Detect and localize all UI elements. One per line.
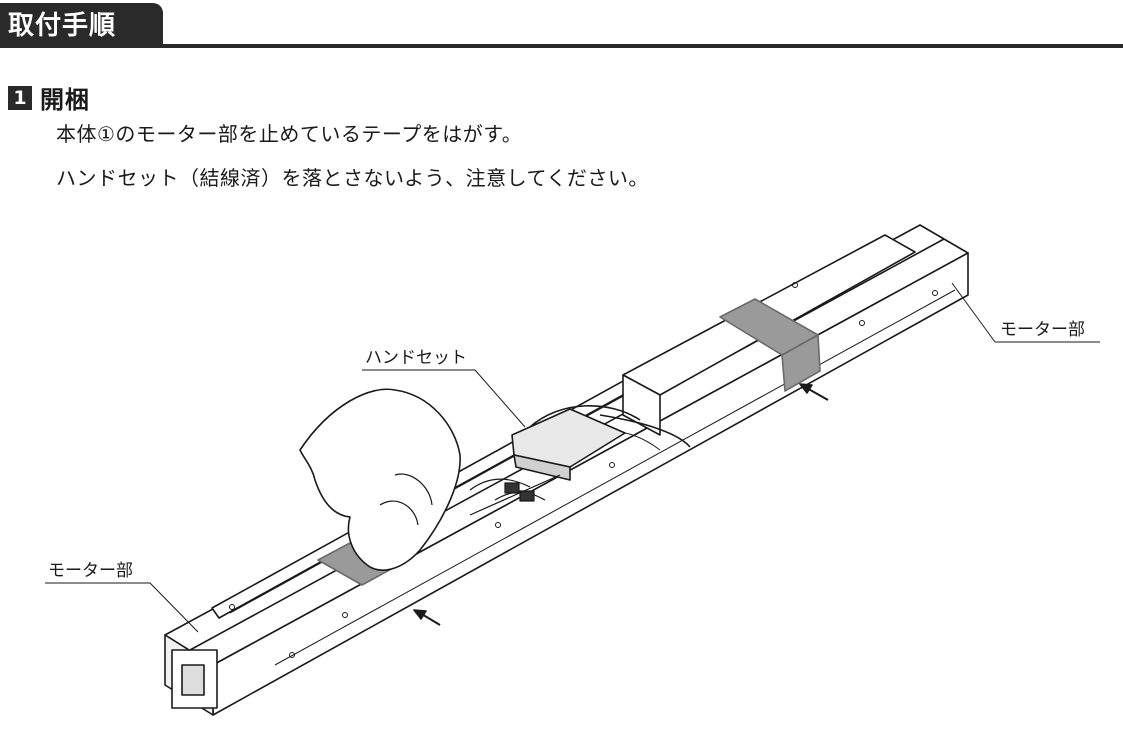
instruction-line-2: ハンドセット（結線済）を落とさないよう、注意してください。 [56,166,649,190]
section-header-tab: 取付手順 [0,3,163,44]
press-arrow-left [413,609,441,626]
instruction-line-1: 本体①のモーター部を止めているテープをはがす。 [56,122,523,146]
end-cap-left [171,649,218,709]
leader-handset [362,369,526,428]
callout-handset: ハンドセット [365,348,467,368]
tape-right-side [781,334,821,392]
step-number-badge: 1 [8,86,32,110]
wiring [469,474,561,516]
leader-motor-right [951,282,1100,343]
hand-illustration [299,388,461,571]
step-title: 開梱 [40,86,90,114]
press-arrow-right [799,383,829,401]
callout-motor-right: モーター部 [1000,320,1085,340]
leader-motor-left [45,582,199,633]
callout-motor-left: モーター部 [48,561,133,581]
handset [511,405,691,481]
header-rule [0,44,1123,48]
section-title: 取付手順 [8,11,117,41]
screw-holes [229,282,938,658]
unpacking-illustration: モーター部 ハンドセット モーター部 [45,224,1100,716]
